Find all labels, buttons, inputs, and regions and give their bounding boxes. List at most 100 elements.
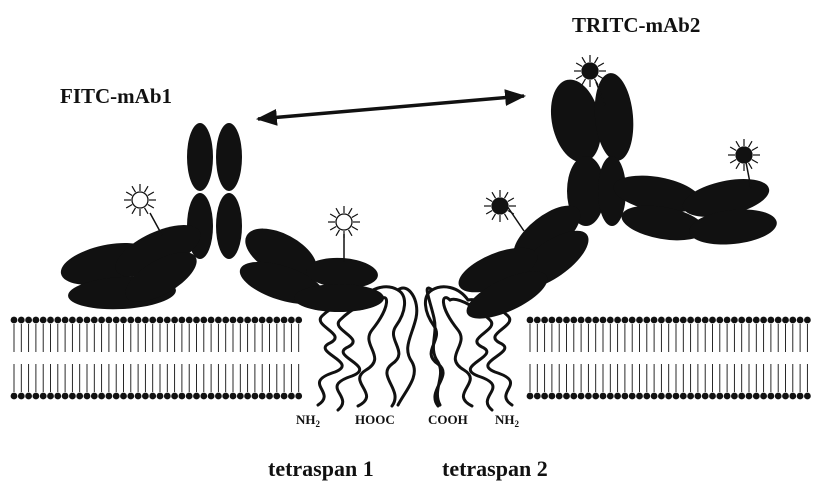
label-fitc-mab1: FITC-mAb1: [60, 84, 172, 109]
lipid-head: [549, 393, 556, 400]
lipid-head: [643, 317, 650, 324]
lipid-head: [135, 317, 142, 324]
lipid-head: [592, 317, 599, 324]
lipid-head: [84, 393, 91, 400]
lipid-head: [709, 393, 716, 400]
lipid-head: [11, 317, 18, 324]
lipid-head: [753, 393, 760, 400]
lipid-head: [186, 393, 193, 400]
terminus-nh2-right: NH2: [495, 412, 519, 429]
lipid-head: [782, 317, 789, 324]
lipid-head: [534, 393, 541, 400]
lipid-head: [549, 317, 556, 324]
lipid-head: [244, 393, 251, 400]
lipid-head: [600, 393, 607, 400]
lipid-head: [673, 317, 680, 324]
lipid-head: [259, 317, 266, 324]
lipid-head: [527, 393, 534, 400]
lipid-head: [680, 317, 687, 324]
lipid-head: [570, 317, 577, 324]
lipid-head: [273, 317, 280, 324]
lipid-head: [724, 393, 731, 400]
lipid-head: [11, 393, 18, 400]
lipid-head: [252, 317, 259, 324]
lipid-head: [40, 317, 47, 324]
label-tritc-mab2: TRITC-mAb2: [572, 13, 700, 38]
lipid-head: [702, 317, 709, 324]
lipid-head: [222, 393, 229, 400]
lipid-head: [724, 317, 731, 324]
lipid-head: [179, 393, 186, 400]
lipid-head: [76, 317, 83, 324]
lipid-head: [534, 317, 541, 324]
lipid-head: [746, 317, 753, 324]
lipid-head: [760, 393, 767, 400]
lipid-head: [98, 393, 105, 400]
terminus-cooh: COOH: [428, 412, 468, 428]
lipid-head: [62, 317, 69, 324]
lipid-head: [18, 393, 25, 400]
lipid-head: [193, 393, 200, 400]
lipid-head: [636, 393, 643, 400]
lipid-head: [541, 317, 548, 324]
lipid-head: [252, 393, 259, 400]
lipid-head: [687, 393, 694, 400]
lipid-head: [658, 317, 665, 324]
lipid-head: [673, 393, 680, 400]
fitc-fluorophore-right: [328, 206, 360, 262]
tritc-fluorophore-left: [484, 190, 524, 231]
lipid-head: [607, 317, 614, 324]
lipid-head: [738, 317, 745, 324]
lipid-head: [25, 317, 32, 324]
lipid-head: [127, 393, 134, 400]
lipid-head: [142, 317, 149, 324]
lipid-head: [171, 393, 178, 400]
lipid-head: [775, 317, 782, 324]
energy-transfer-double-arrow-icon: [258, 96, 524, 119]
lipid-head: [91, 393, 98, 400]
lipid-head: [607, 393, 614, 400]
lipid-head: [200, 393, 207, 400]
antibody-fitc-mab1: [57, 123, 384, 313]
lipid-head: [651, 393, 658, 400]
lipid-head: [797, 393, 804, 400]
lipid-head: [556, 317, 563, 324]
lipid-head: [716, 317, 723, 324]
lipid-head: [804, 393, 811, 400]
lipid-head: [295, 317, 302, 324]
lipid-head: [746, 393, 753, 400]
lipid-head: [266, 393, 273, 400]
lipid-head: [782, 393, 789, 400]
lipid-head: [797, 317, 804, 324]
lipid-head: [629, 393, 636, 400]
lipid-head: [527, 317, 534, 324]
lipid-head: [695, 393, 702, 400]
lipid-head: [69, 317, 76, 324]
lipid-head: [33, 317, 40, 324]
lipid-head: [578, 393, 585, 400]
lipid-head: [164, 317, 171, 324]
terminus-nh2-left: NH2: [296, 412, 320, 429]
lipid-head: [113, 393, 120, 400]
lipid-head: [98, 317, 105, 324]
lipid-head: [629, 317, 636, 324]
lipid-head: [237, 317, 244, 324]
lipid-head: [120, 393, 127, 400]
lipid-head: [804, 317, 811, 324]
lipid-head: [244, 317, 251, 324]
lipid-head: [113, 317, 120, 324]
lipid-head: [570, 393, 577, 400]
lipid-head: [731, 393, 738, 400]
lipid-head: [753, 317, 760, 324]
lipid-head: [600, 317, 607, 324]
lipid-head: [120, 317, 127, 324]
lipid-head: [541, 393, 548, 400]
lipid-head: [222, 317, 229, 324]
lipid-head: [215, 393, 222, 400]
lipid-head: [157, 393, 164, 400]
lipid-head: [716, 393, 723, 400]
lipid-head: [614, 317, 621, 324]
lipid-head: [680, 393, 687, 400]
lipid-head: [179, 317, 186, 324]
lipid-head: [33, 393, 40, 400]
